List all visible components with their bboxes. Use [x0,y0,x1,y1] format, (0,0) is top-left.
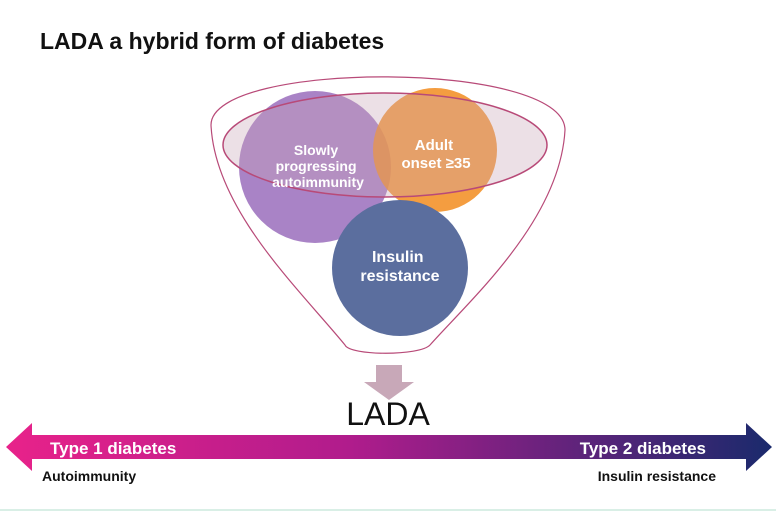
autoimmunity-circle [239,91,391,243]
lada-label: LADA [346,396,430,432]
footer-divider [0,509,776,511]
down-arrow [364,365,414,400]
page-title: LADA a hybrid form of diabetes [40,28,385,54]
funnel-outline [210,76,566,354]
type1-label: Type 1 diabetes [50,439,176,458]
type2-label: Type 2 diabetes [580,439,706,458]
adult-onset-label: Adult onset ≥35 [401,137,470,172]
autoimmunity-label: Slowly progressing autoimmunity [272,142,364,190]
adult-onset-circle [373,88,497,212]
insulin-resistance-circle [332,200,468,336]
autoimmunity-sublabel: Autoimmunity [42,468,137,484]
funnel-rim [222,92,548,198]
spectrum-arrow [6,423,772,471]
insulin-resistance-label: Insulin resistance [360,249,439,285]
insulin-resistance-sublabel: Insulin resistance [597,468,716,484]
